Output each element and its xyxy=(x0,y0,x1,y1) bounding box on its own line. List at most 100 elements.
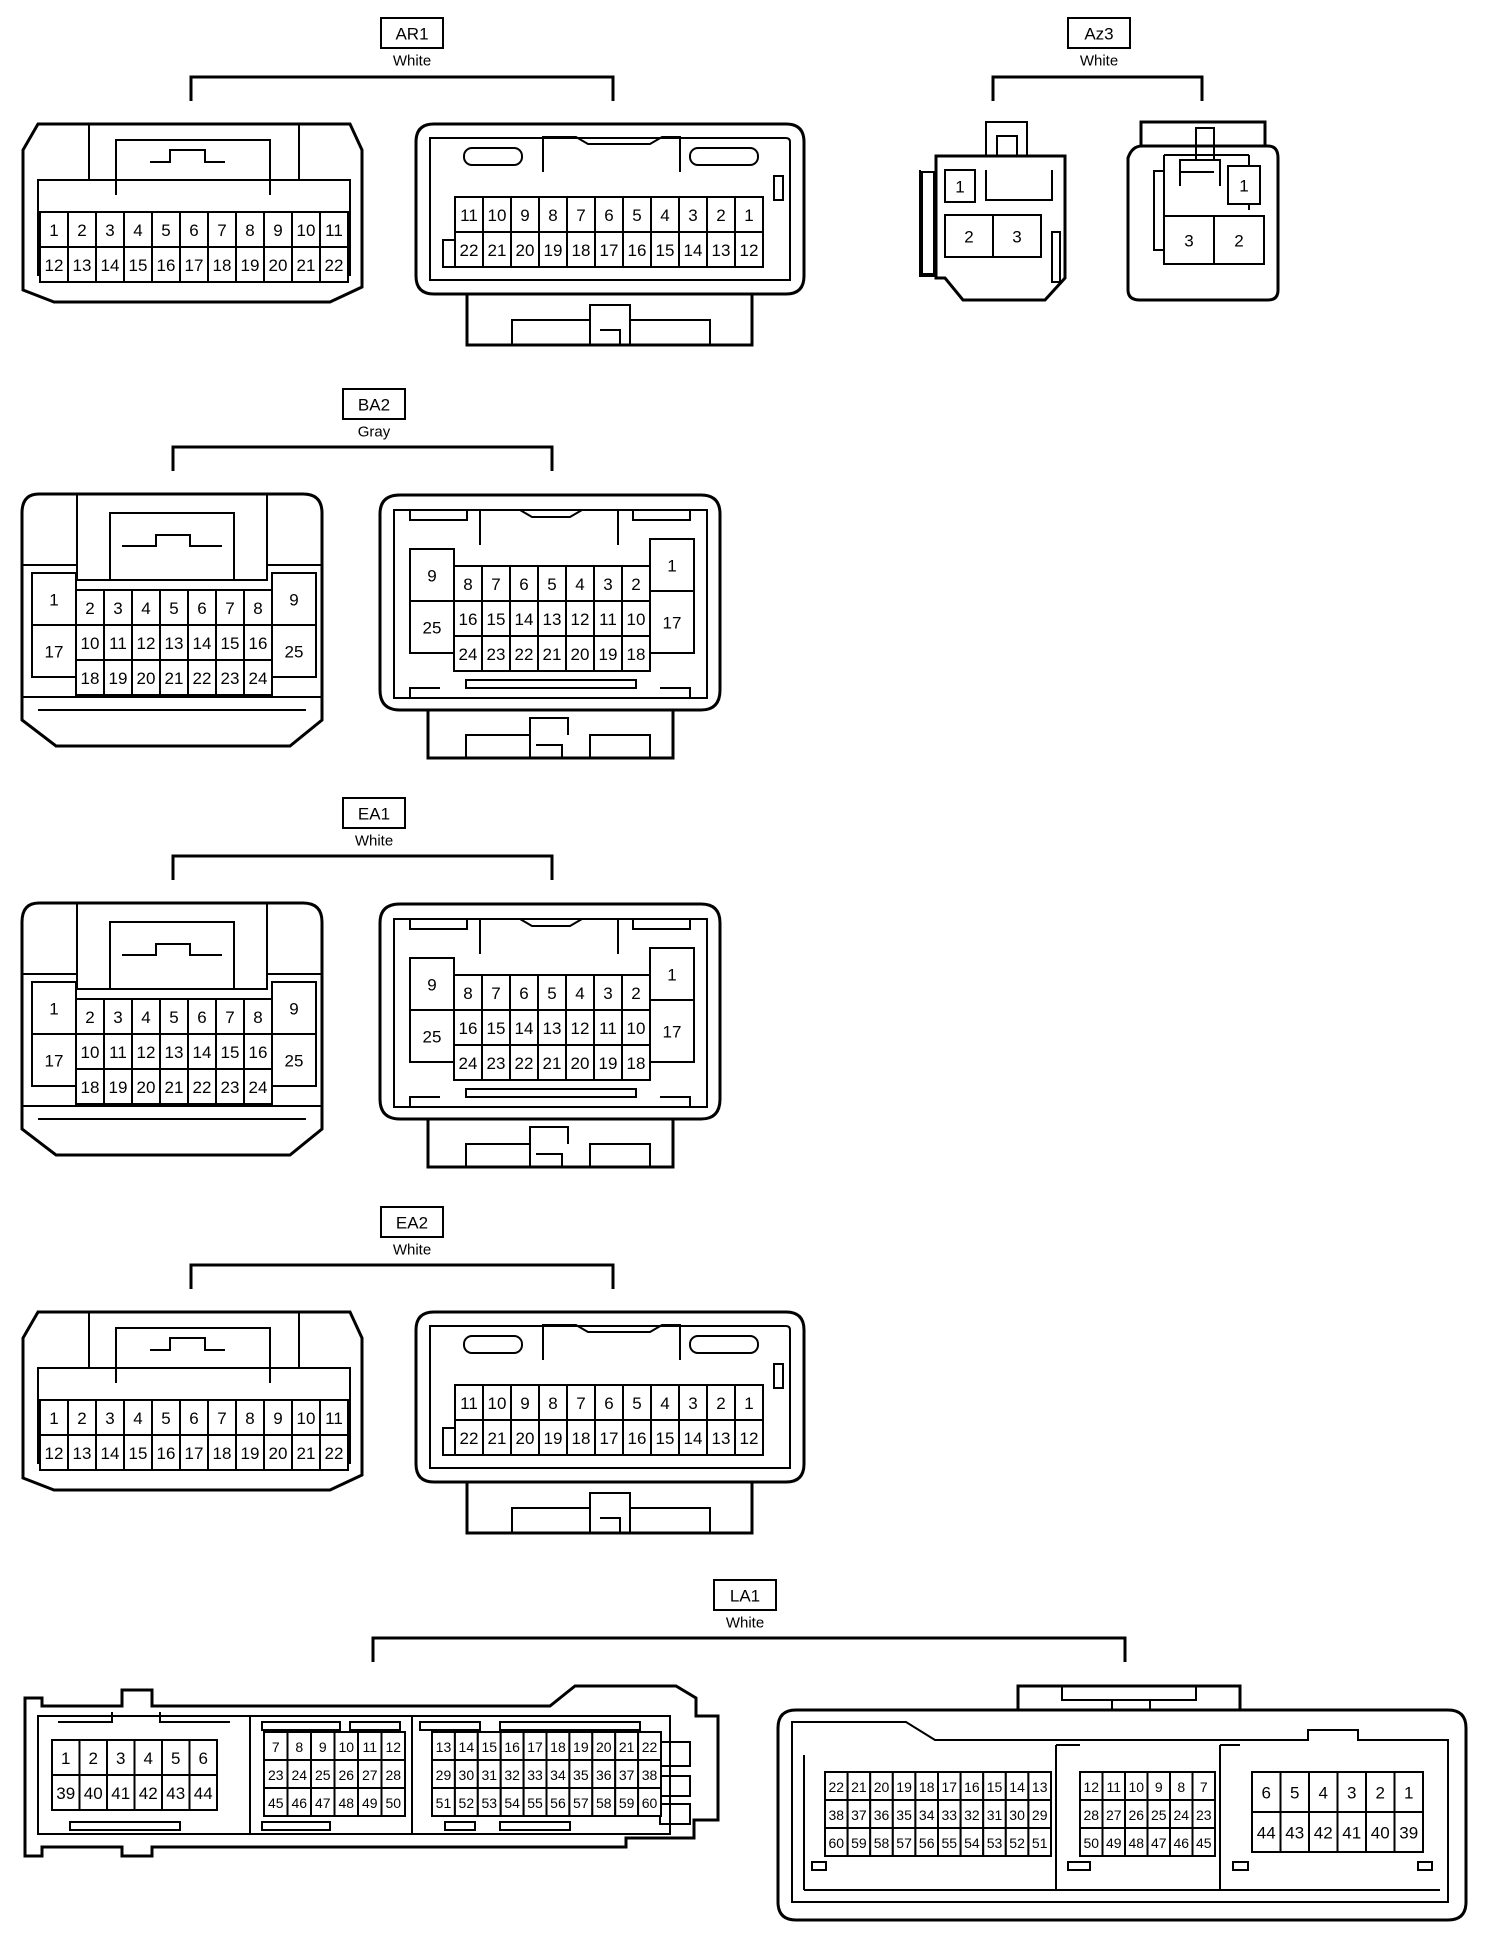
connector-la1: LA1 White xyxy=(23,1579,1468,1922)
pin-cell-box xyxy=(565,635,595,672)
pin-cell: 29 xyxy=(1027,1799,1053,1829)
pin-number: 42 xyxy=(139,1784,158,1803)
pin-number: 13 xyxy=(165,1043,184,1062)
pin-cell: 10 xyxy=(482,1384,512,1421)
connector-id: EA2 xyxy=(396,1214,428,1233)
connector-label-box xyxy=(380,1206,444,1238)
pin-number: 45 xyxy=(268,1795,284,1811)
pin-number: 51 xyxy=(1032,1835,1048,1851)
pin-number: 10 xyxy=(627,1019,646,1038)
pin-cell: 2 xyxy=(67,1399,97,1436)
connector-housing-right xyxy=(414,1310,806,1484)
pin-cell: 13 xyxy=(431,1731,456,1761)
pin-number: 26 xyxy=(338,1767,354,1783)
pin-cell-box xyxy=(481,974,511,1011)
pin-number: 20 xyxy=(571,1054,590,1073)
connector-color: White xyxy=(726,1615,764,1632)
pin-number: 11 xyxy=(109,634,127,653)
pin-number: 40 xyxy=(1371,1824,1390,1843)
pin-cell: 19 xyxy=(235,246,265,283)
pin-number: 23 xyxy=(487,1054,506,1073)
pin-cell: 3 xyxy=(103,589,133,626)
pin-cell: 25 xyxy=(310,1759,336,1789)
pin-cell-box xyxy=(75,1033,105,1070)
pin-number: 9 xyxy=(273,221,282,240)
pin-cell-box xyxy=(706,196,736,233)
pin-cell: 11 xyxy=(103,1033,133,1070)
pin-cell: 45 xyxy=(263,1787,289,1817)
pin-number: 19 xyxy=(896,1779,912,1795)
pin-number: 20 xyxy=(596,1739,612,1755)
pin-cell-box xyxy=(319,1434,349,1471)
pin-number: 9 xyxy=(289,591,298,610)
pin-cell: 6 xyxy=(594,1384,624,1421)
connector-ba2: BA2 Gray xyxy=(20,388,722,760)
pin-cell: 40 xyxy=(78,1774,108,1811)
pin-number: 11 xyxy=(599,1019,617,1038)
pin-cell: 15 xyxy=(982,1771,1007,1801)
pin-cell: 24 xyxy=(286,1759,312,1789)
pin-number: 8 xyxy=(548,1394,557,1413)
pin-number: 14 xyxy=(193,1043,212,1062)
pin-cell-box xyxy=(992,214,1042,258)
pin-number: 36 xyxy=(596,1767,612,1783)
connector-id: BA2 xyxy=(358,396,390,415)
pin-cell: 4 xyxy=(565,565,595,602)
connector-color: White xyxy=(1080,53,1118,70)
pin-cell: 6 xyxy=(509,974,539,1011)
pin-number: 17 xyxy=(527,1739,543,1755)
pin-cell: 1 xyxy=(31,572,77,626)
pin-cell: 49 xyxy=(357,1787,383,1817)
pin-number: 9 xyxy=(289,1000,298,1019)
pin-number: 37 xyxy=(851,1807,867,1823)
pin-cell: 3 xyxy=(992,214,1042,258)
connector-housing-right xyxy=(378,902,722,1121)
pin-cell: 6 xyxy=(179,1399,209,1436)
pin-cell-box xyxy=(75,589,105,626)
pin-number: 28 xyxy=(385,1767,401,1783)
pin-number: 7 xyxy=(491,984,500,1003)
connector-label-box xyxy=(713,1579,777,1611)
pin-cell: 12 xyxy=(39,1434,69,1471)
pin-cell-box xyxy=(509,635,539,672)
pin-number: 5 xyxy=(1290,1784,1299,1803)
pin-cell-box xyxy=(159,659,189,696)
pin-number: 52 xyxy=(1009,1835,1025,1851)
pin-cell: 19 xyxy=(593,1044,623,1081)
pin-number: 2 xyxy=(631,575,640,594)
pin-number: 52 xyxy=(459,1795,475,1811)
pin-cell-box xyxy=(509,1009,539,1046)
pin-cell-box xyxy=(95,1434,125,1471)
pin-number: 11 xyxy=(362,1739,377,1755)
pin-cell: 20 xyxy=(510,1419,540,1456)
pin-number: 22 xyxy=(325,256,344,275)
pin-cell: 10 xyxy=(621,600,651,637)
pin-cell: 12 xyxy=(380,1731,406,1761)
pin-cell: 57 xyxy=(891,1827,917,1857)
pin-number: 57 xyxy=(896,1835,912,1851)
pin-cell: 20 xyxy=(263,246,293,283)
pin-number: 3 xyxy=(1184,232,1193,251)
connector-housing-left xyxy=(20,492,324,748)
pin-number: 9 xyxy=(427,976,436,995)
pin-cell: 30 xyxy=(453,1759,479,1789)
pin-cell: 21 xyxy=(846,1771,872,1801)
pin-cell: 21 xyxy=(159,1068,189,1105)
pin-cell-box xyxy=(510,1419,540,1456)
pin-number: 6 xyxy=(519,575,528,594)
pin-cell-box xyxy=(454,1419,484,1456)
pin-number: 4 xyxy=(575,984,584,1003)
pin-cell: 16 xyxy=(151,1434,181,1471)
pin-cell: 10 xyxy=(75,1033,105,1070)
pin-number: 3 xyxy=(688,1394,697,1413)
pin-cell: 7 xyxy=(207,211,237,248)
pin-number: 17 xyxy=(663,1023,682,1042)
pin-number: 9 xyxy=(1155,1779,1163,1795)
pin-cell: 19 xyxy=(891,1771,917,1801)
pin-cell: 55 xyxy=(937,1827,962,1857)
pin-cell: 19 xyxy=(235,1434,265,1471)
pin-cell: 6 xyxy=(1251,1771,1282,1813)
pin-cell: 11 xyxy=(454,196,484,233)
pin-cell: 3 xyxy=(678,196,708,233)
pin-number: 8 xyxy=(253,1008,262,1027)
